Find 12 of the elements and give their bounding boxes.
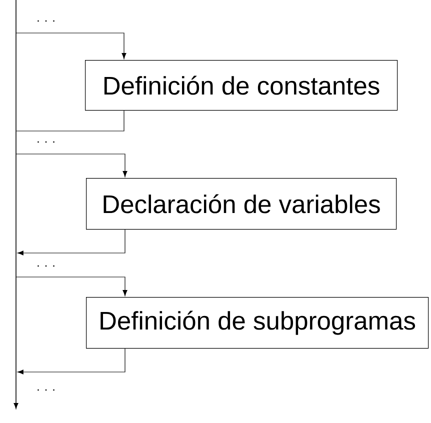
process-box: Definición de constantes [85, 60, 398, 111]
arrow [17, 348, 126, 374]
process-box: Definición de subprogramas [86, 297, 429, 349]
arrow [16, 276, 128, 296]
arrow [16, 154, 128, 177]
ellipsis: . . . [38, 20, 54, 22]
ellipsis: . . . [38, 389, 54, 391]
ellipsis: . . . [38, 265, 54, 267]
process-box: Declaración de variables [86, 178, 397, 230]
arrow [16, 32, 126, 59]
ellipsis: . . . [38, 141, 54, 143]
arrow [17, 229, 126, 256]
